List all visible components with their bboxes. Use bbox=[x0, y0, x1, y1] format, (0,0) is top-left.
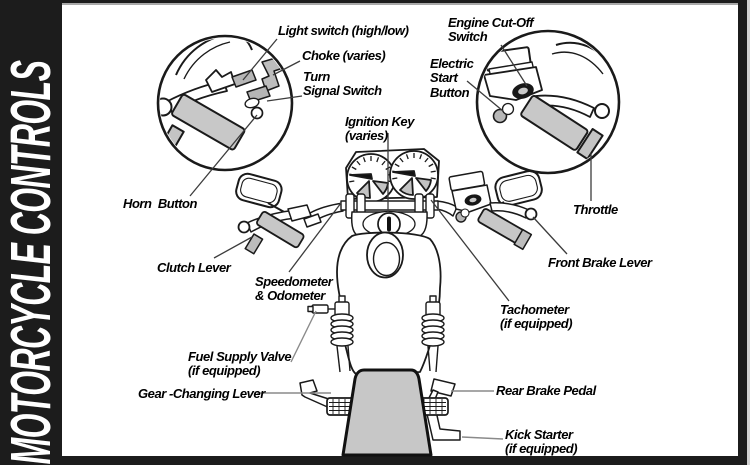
label-tachometer: Tachometer (if equipped) bbox=[500, 302, 573, 332]
label-ignition-key: Ignition Key (varies) bbox=[345, 114, 414, 144]
sidebar: MOTORCYCLE CONTROLS bbox=[0, 0, 63, 465]
label-choke: Choke (varies) bbox=[302, 48, 386, 63]
label-kick-starter: Kick Starter (if equipped) bbox=[505, 427, 578, 457]
label-speedometer: Speedometer & Odometer bbox=[255, 274, 333, 304]
label-throttle: Throttle bbox=[573, 202, 618, 217]
label-electric-start: Electric Start Button bbox=[430, 56, 474, 100]
label-horn-button: Horn Button bbox=[123, 196, 198, 211]
label-fuel-valve: Fuel Supply Valve (if equipped) bbox=[188, 349, 292, 379]
label-gear-lever: Gear -Changing Lever bbox=[138, 386, 265, 401]
label-light-switch: Light switch (high/low) bbox=[278, 23, 409, 38]
label-front-brake: Front Brake Lever bbox=[548, 255, 652, 270]
label-clutch-lever: Clutch Lever bbox=[157, 260, 231, 275]
label-turn-signal: Turn Signal Switch bbox=[303, 69, 382, 99]
sidebar-title-wrap: MOTORCYCLE CONTROLS bbox=[0, 0, 63, 465]
page-edge bbox=[747, 0, 750, 465]
label-rear-brake: Rear Brake Pedal bbox=[496, 383, 596, 398]
sidebar-title: MOTORCYCLE CONTROLS bbox=[0, 60, 63, 465]
label-engine-cutoff: Engine Cut-Off Switch bbox=[448, 15, 534, 45]
